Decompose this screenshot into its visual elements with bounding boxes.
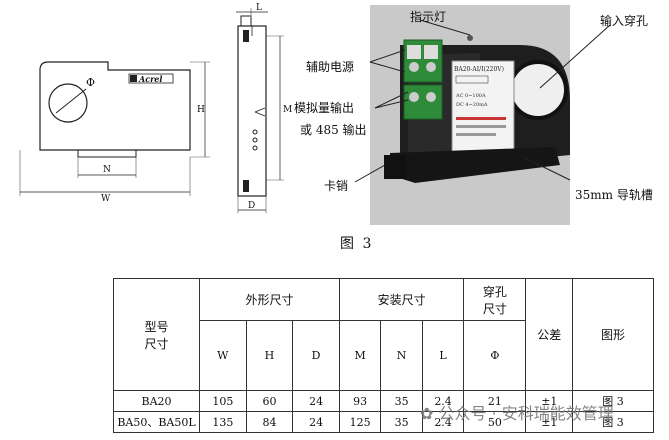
d-label: D: [248, 201, 255, 211]
header-bore-size: 穿孔尺寸: [463, 278, 527, 321]
subheader-phi: Φ: [463, 320, 527, 391]
callout-din-rail: 35mm 导轨槽: [575, 188, 653, 202]
bore-circle: [48, 83, 88, 123]
header-outer-size: 外形尺寸: [199, 278, 340, 321]
cell-phi: 50: [463, 411, 527, 433]
header-model-size: 型号尺寸: [112, 278, 201, 391]
cell-m: 125: [338, 411, 382, 433]
callout-indicator: 指示灯: [410, 10, 447, 24]
header-install-size: 安装尺寸: [338, 278, 465, 321]
brand-logo-text: Acrel: [138, 74, 162, 84]
cell-n: 35: [380, 411, 423, 433]
subheader-l: L: [421, 320, 465, 391]
header-tolerance: 公差: [525, 278, 574, 391]
cell-model: BA20: [112, 390, 201, 412]
callout-input-hole: 输入穿孔: [600, 14, 649, 28]
cell-model: BA50、BA50L: [112, 411, 201, 433]
subheader-m: M: [338, 320, 382, 391]
label-input: AC 0~100A: [455, 93, 486, 99]
dimension-drawing: Φ Acrel N W H L M D: [19, 3, 292, 213]
cell-d: 24: [292, 411, 340, 433]
l-label: L: [256, 3, 262, 13]
label-model: BA20-AI/I(220V): [454, 66, 504, 73]
cell-n: 35: [380, 390, 423, 412]
clip: [384, 155, 406, 179]
h-label: H: [197, 105, 205, 115]
callout-aux-power: 辅助电源: [306, 60, 355, 74]
cell-h: 60: [245, 390, 294, 412]
product-photo: BA20-AI/I(220V) AC 0~100A DC 4~20mA: [370, 5, 570, 225]
cell-l: 2.4: [421, 411, 465, 433]
wechat-icon: ✿: [420, 404, 434, 423]
din-rail-base: [390, 147, 560, 183]
subheader-d: D: [292, 320, 340, 391]
cell-phi: 21: [463, 390, 527, 412]
callout-clip: 卡销: [324, 179, 349, 193]
cell-d: 24: [292, 390, 340, 412]
callout-analog-output: 模拟量输出: [294, 101, 355, 115]
cell-figure: 图 3: [572, 411, 654, 433]
cell-h: 84: [245, 411, 294, 433]
phi-label: Φ: [86, 76, 95, 89]
w-label: W: [101, 194, 111, 204]
callout-485-output: 或 485 输出: [300, 123, 367, 137]
product-label: [451, 60, 515, 154]
watermark: ✿ 公众号 · 安科瑞能效管理: [420, 400, 614, 424]
spec-table: 型号尺寸 外形尺寸 安装尺寸 穿孔尺寸 公差 图形 W H D M N L Φ …: [112, 278, 654, 433]
analog-output-terminal: [403, 84, 443, 120]
n-label: N: [103, 165, 111, 175]
callout-arrows: [354, 19, 611, 183]
cell-w: 105: [199, 390, 247, 412]
subheader-n: N: [380, 320, 423, 391]
subheader-w: W: [199, 320, 247, 391]
watermark-text: 公众号 · 安科瑞能效管理: [438, 404, 614, 423]
indicator-led: [467, 35, 473, 41]
header-figure: 图形: [572, 278, 654, 391]
subheader-h: H: [245, 320, 294, 391]
cell-m: 93: [338, 390, 382, 412]
label-output: DC 4~20mA: [456, 102, 488, 108]
table-row: BA50、BA50L 135 84 24 125 35 2.4 50 ±1 图 …: [112, 411, 654, 433]
figure-caption: 图 3: [340, 236, 374, 252]
cell-w: 135: [199, 411, 247, 433]
m-label: M: [283, 105, 292, 115]
cell-tolerance: ±1: [525, 390, 574, 412]
